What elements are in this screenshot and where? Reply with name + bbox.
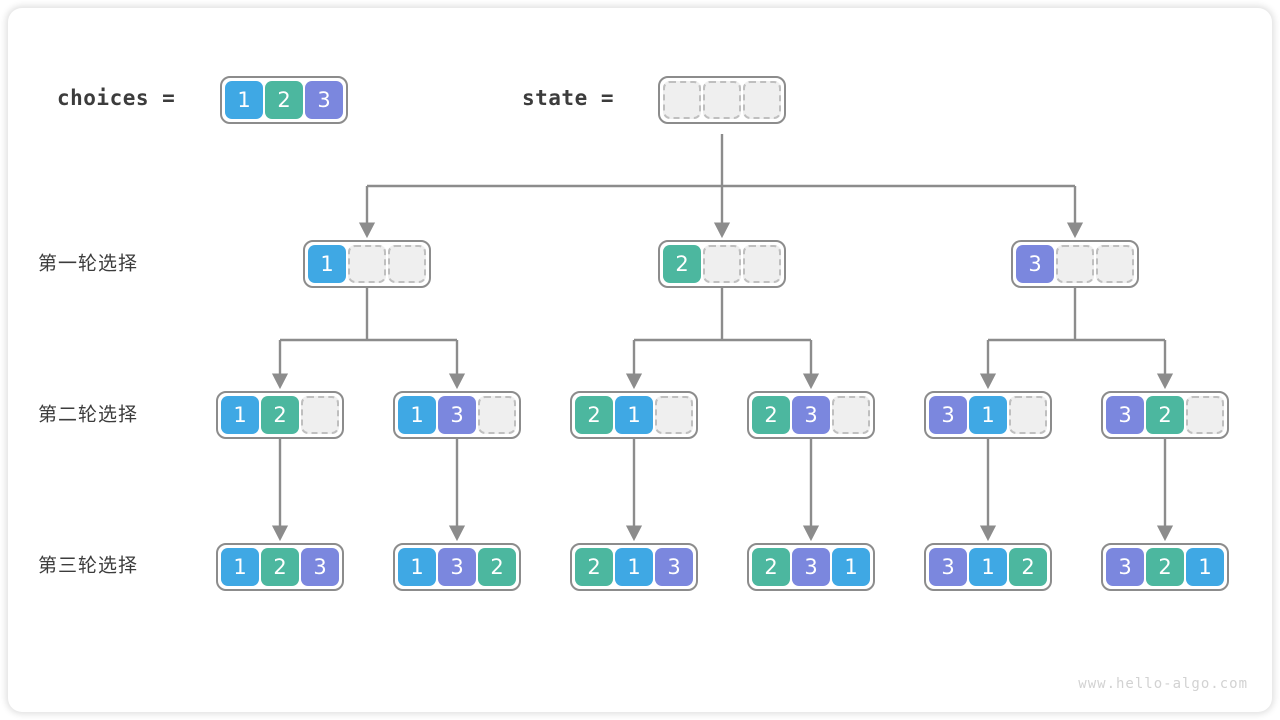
- array-cell-empty: [388, 245, 426, 283]
- array-cell-filled: 3: [301, 548, 339, 586]
- array-cell-empty: [1186, 396, 1224, 434]
- array-cell-filled: 1: [1186, 548, 1224, 586]
- array-cell-filled: 2: [1146, 548, 1184, 586]
- array-cell-filled: 2: [663, 245, 701, 283]
- array-cell-filled: 1: [221, 548, 259, 586]
- array-cell-filled: 2: [478, 548, 516, 586]
- array-cell-empty: [478, 396, 516, 434]
- array-cell-empty: [655, 396, 693, 434]
- state-label: state =: [522, 86, 615, 110]
- array-cell-filled: 2: [261, 396, 299, 434]
- choices-label: choices =: [57, 86, 176, 110]
- array-cell-empty: [703, 81, 741, 119]
- array-cell-filled: 3: [305, 81, 343, 119]
- row-label-round-1: 第一轮选择: [38, 252, 139, 275]
- array-cell-filled: 3: [438, 548, 476, 586]
- array-cell-filled: 1: [221, 396, 259, 434]
- array-cell-filled: 1: [308, 245, 346, 283]
- round-1-node-1: 1: [303, 240, 431, 288]
- array-cell-filled: 3: [1016, 245, 1054, 283]
- array-cell-filled: 3: [1106, 396, 1144, 434]
- array-cell-filled: 1: [969, 548, 1007, 586]
- array-cell-empty: [1096, 245, 1134, 283]
- array-cell-filled: 3: [792, 396, 830, 434]
- array-cell-filled: 3: [438, 396, 476, 434]
- array-cell-filled: 1: [615, 548, 653, 586]
- array-cell-empty: [743, 81, 781, 119]
- watermark: www.hello-algo.com: [1078, 676, 1248, 692]
- state-array: [658, 76, 786, 124]
- array-cell-filled: 1: [615, 396, 653, 434]
- array-cell-filled: 1: [225, 81, 263, 119]
- array-cell-filled: 1: [398, 396, 436, 434]
- array-cell-filled: 2: [575, 396, 613, 434]
- array-cell-filled: 3: [655, 548, 693, 586]
- row-label-round-3: 第三轮选择: [38, 554, 139, 577]
- array-cell-empty: [703, 245, 741, 283]
- array-cell-filled: 3: [929, 548, 967, 586]
- row-label-round-2: 第二轮选择: [38, 403, 139, 426]
- array-cell-empty: [1056, 245, 1094, 283]
- array-cell-filled: 3: [929, 396, 967, 434]
- array-cell-filled: 2: [1146, 396, 1184, 434]
- array-cell-filled: 2: [265, 81, 303, 119]
- array-cell-filled: 3: [792, 548, 830, 586]
- array-cell-filled: 1: [969, 396, 1007, 434]
- array-cell-empty: [832, 396, 870, 434]
- array-cell-filled: 2: [752, 396, 790, 434]
- round-1-node-3: 3: [1011, 240, 1139, 288]
- array-cell-empty: [663, 81, 701, 119]
- array-cell-filled: 3: [1106, 548, 1144, 586]
- array-cell-filled: 1: [832, 548, 870, 586]
- array-cell-empty: [348, 245, 386, 283]
- array-cell-filled: 2: [1009, 548, 1047, 586]
- array-cell-empty: [301, 396, 339, 434]
- array-cell-filled: 2: [261, 548, 299, 586]
- array-cell-empty: [743, 245, 781, 283]
- array-cell-empty: [1009, 396, 1047, 434]
- array-cell-filled: 1: [398, 548, 436, 586]
- array-cell-filled: 2: [575, 548, 613, 586]
- round-1-node-2: 2: [658, 240, 786, 288]
- diagram-card: [8, 8, 1272, 712]
- array-cell-filled: 2: [752, 548, 790, 586]
